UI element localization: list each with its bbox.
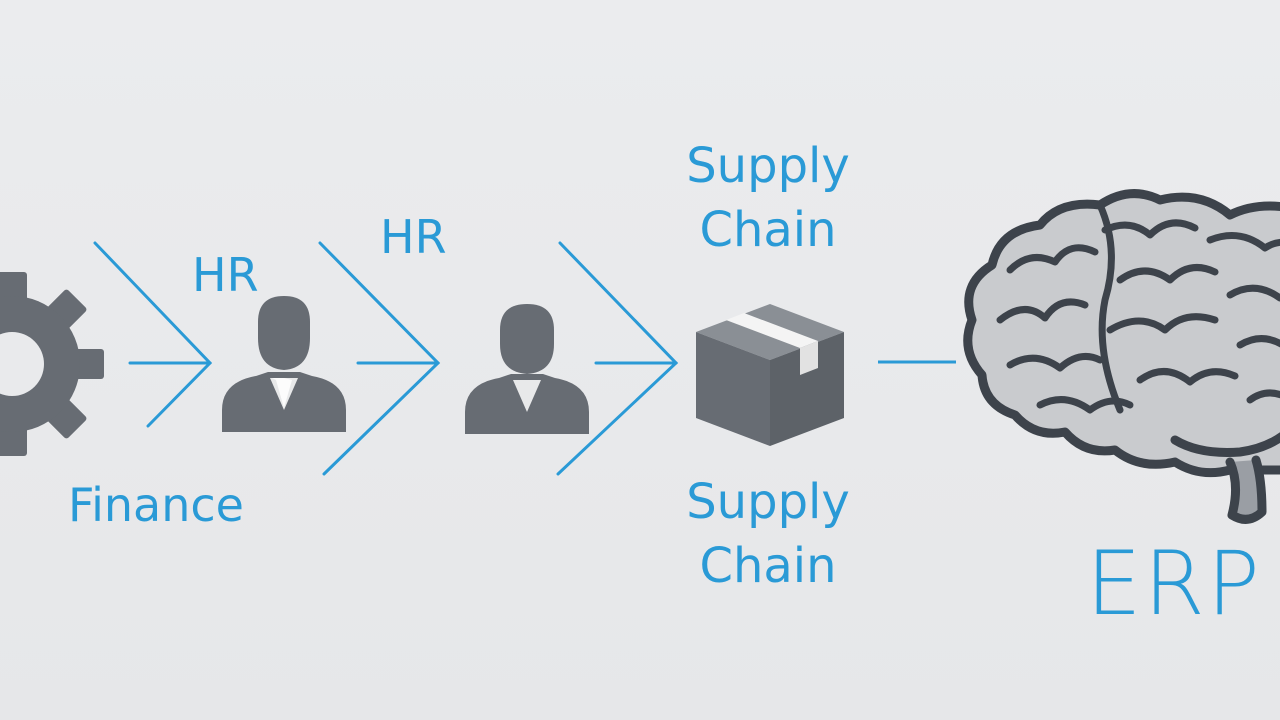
hr-label-1: HR [192,248,259,302]
chevron-arrow-2 [318,241,441,476]
brain-icon [963,189,1280,524]
supply-chain-top-line-1: Supply [686,138,850,194]
person-icon [222,296,346,432]
chevron-arrow-1 [93,241,213,428]
hr-label-2: HR [380,210,447,264]
supply-chain-top-line-2: Chain [699,202,837,258]
supply-chain-label-bottom: Supply Chain [648,470,888,598]
supply-chain-bottom-line-1: Supply [686,474,850,530]
chevron-arrow-3 [556,241,679,476]
person-icon [465,304,589,434]
supply-chain-label-top: Supply Chain [648,134,888,262]
supply-chain-bottom-line-2: Chain [699,538,837,594]
finance-label: Finance [68,478,244,532]
gear-icon [0,272,104,456]
erp-label: ERP [1086,532,1262,635]
box-icon [696,304,844,446]
